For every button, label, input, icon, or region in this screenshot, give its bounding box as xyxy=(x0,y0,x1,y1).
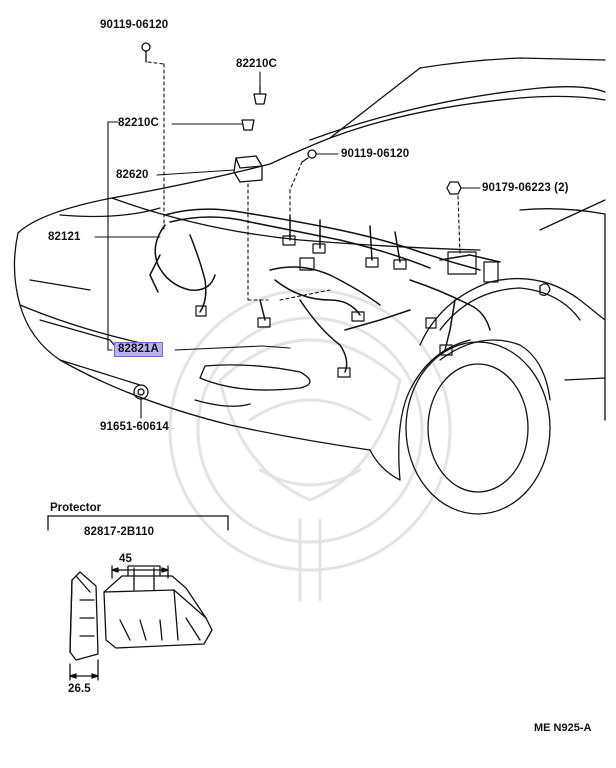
wiring-harness xyxy=(149,208,501,373)
label-clip-top: 82210C xyxy=(236,58,277,70)
leader-lines xyxy=(94,61,481,419)
dimension-width: 45 xyxy=(119,553,132,565)
car-body-outline xyxy=(13,57,606,515)
dimension-height: 26.5 xyxy=(68,683,91,695)
watermark-emblem xyxy=(168,288,452,602)
label-bolt-top: 90119-06120 xyxy=(100,19,169,31)
protector-inset xyxy=(47,515,229,681)
diagram-code: ME N925-A xyxy=(534,722,592,734)
label-bolt-right: 90119-06120 xyxy=(341,148,410,160)
label-relay: 82620 xyxy=(116,169,149,181)
label-clip-left: 82210C xyxy=(118,117,159,129)
inset-title: Protector xyxy=(50,502,102,514)
label-nut-right: 90179-06223 (2) xyxy=(482,182,569,194)
clip-top-icon xyxy=(253,85,267,105)
bolt-right-icon xyxy=(301,149,317,163)
label-harness-left: 82121 xyxy=(48,231,81,243)
relay-block-icon xyxy=(233,155,263,183)
nut-right-icon xyxy=(446,181,462,195)
clip-left-icon xyxy=(241,119,255,131)
label-grommet: 91651-60614 xyxy=(100,421,169,433)
harness-connectors xyxy=(195,235,499,378)
label-main-part[interactable]: 82821A xyxy=(114,342,163,357)
bolt-top-icon xyxy=(141,42,151,63)
inset-part-no: 82817-2B110 xyxy=(84,526,155,538)
